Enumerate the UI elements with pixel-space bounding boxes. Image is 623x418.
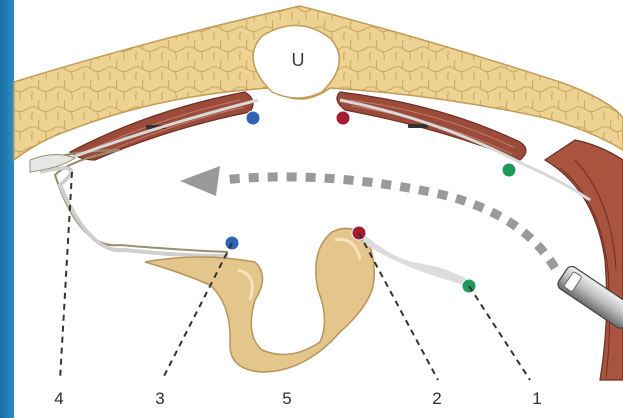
- right-mesh-marker: [408, 124, 428, 128]
- arrowhead: [180, 166, 220, 196]
- label-4: 4: [54, 389, 63, 408]
- label-3: 3: [155, 389, 164, 408]
- label-5: 5: [282, 389, 291, 408]
- callout-line-2: [359, 233, 438, 380]
- umbilicus-label: U: [292, 50, 305, 70]
- blue-marker-icon: [246, 111, 260, 125]
- red-marker-icon: [336, 111, 350, 125]
- lateral-muscles: [545, 140, 623, 380]
- label-1: 1: [532, 389, 541, 408]
- left-edge-strip: [0, 0, 14, 418]
- label-2: 2: [432, 389, 441, 408]
- callout-line-1: [469, 286, 530, 380]
- green-marker-icon: [502, 163, 516, 177]
- mesentery-fill-right: [362, 236, 470, 286]
